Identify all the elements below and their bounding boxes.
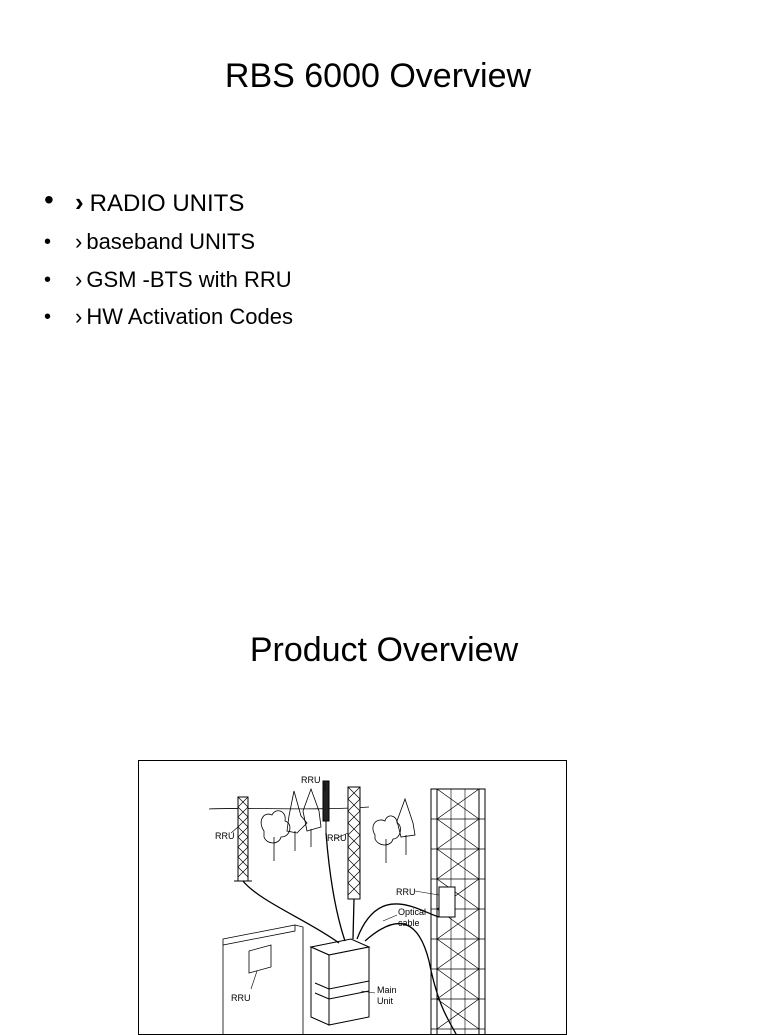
bullet-dot-icon: • xyxy=(44,268,52,291)
bullet-text: baseband UNITS xyxy=(86,229,256,254)
chevron-icon: › xyxy=(75,304,83,329)
main-unit-icon xyxy=(309,938,371,1026)
bullet-item: • ›HW Activation Codes xyxy=(44,305,293,329)
rbs-site-diagram: RRU RRU RRU RRU Optical cable RRU Main U… xyxy=(208,775,486,1034)
label-optical: Optical xyxy=(398,907,426,917)
bullet-text: RADIO UNITS xyxy=(89,190,245,217)
bullet-dot-icon: • xyxy=(44,184,54,215)
middle-mast-icon xyxy=(347,786,361,900)
product-overview-figure: RRU RRU RRU RRU Optical cable RRU Main U… xyxy=(138,760,567,1035)
tower-rru-icon xyxy=(438,886,456,918)
bullet-text: GSM -BTS with RRU xyxy=(86,266,292,292)
label-cable: cable xyxy=(398,918,420,928)
chevron-icon: › xyxy=(75,229,83,254)
trees-left-icon xyxy=(260,787,322,861)
label-rru-wall: RRU xyxy=(231,993,251,1003)
section-title: Product Overview xyxy=(249,631,519,669)
label-rru-tower: RRU xyxy=(396,887,416,897)
bullet-dot-icon: • xyxy=(44,231,52,253)
label-main: Main xyxy=(377,985,397,995)
bullet-text: HW Activation Codes xyxy=(86,304,293,329)
label-rru-mid: RRU xyxy=(327,833,347,843)
left-mast-icon xyxy=(234,796,252,882)
label-rru-top: RRU xyxy=(301,775,321,785)
bullet-dot-icon: • xyxy=(44,306,52,328)
bullet-item: • ›GSM -BTS with RRU xyxy=(44,266,293,292)
bullet-list: • ›RADIO UNITS • ›baseband UNITS • ›GSM … xyxy=(44,184,293,343)
chevron-icon: › xyxy=(75,266,83,292)
bullet-item: • ›baseband UNITS xyxy=(44,230,293,254)
cables-icon xyxy=(242,832,457,1034)
label-unit: Unit xyxy=(377,996,394,1006)
label-rru-left: RRU xyxy=(215,831,235,841)
leader-lines xyxy=(230,783,440,994)
bullet-item: • ›RADIO UNITS xyxy=(44,184,293,217)
slide-title: RBS 6000 Overview xyxy=(224,57,532,95)
trees-right-icon xyxy=(372,797,416,863)
chevron-icon: › xyxy=(75,187,84,217)
top-rru-icon xyxy=(322,780,330,833)
horizon-line xyxy=(208,806,370,810)
room-icon xyxy=(222,924,304,1034)
